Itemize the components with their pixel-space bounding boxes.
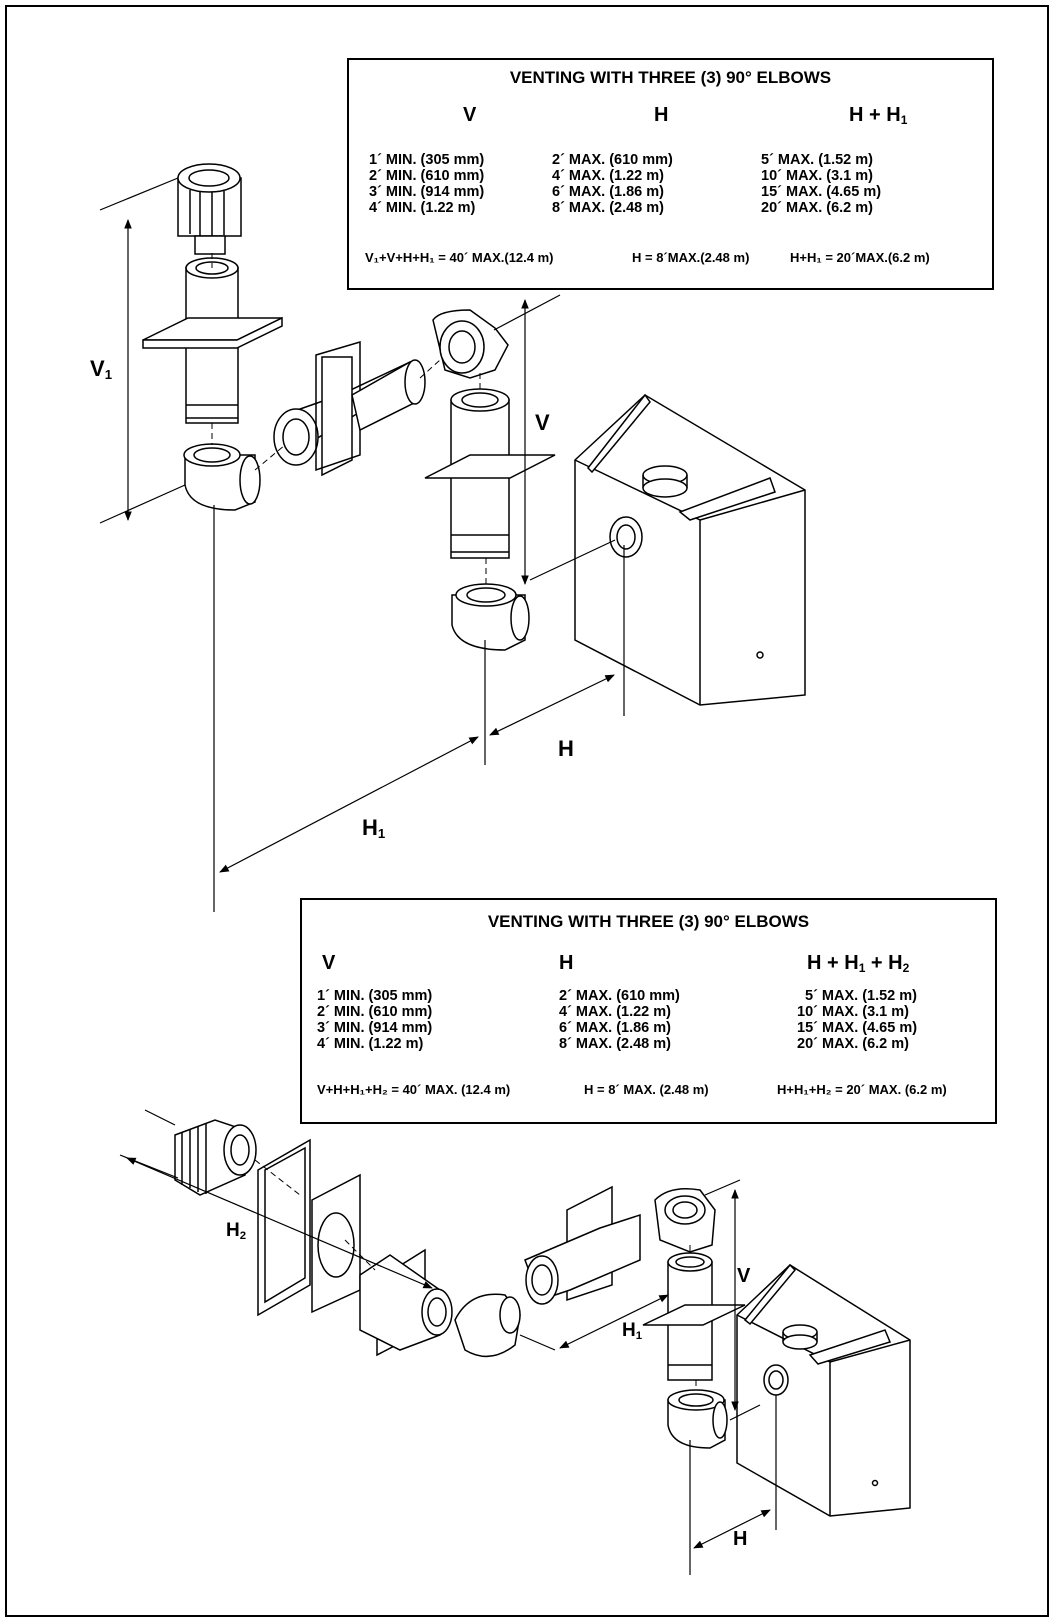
bottom-header-h: H — [559, 952, 574, 974]
bottom-h-value: 2´ MAX. (610 mm) — [559, 988, 680, 1004]
top-formula-h-h1: H+H₁ = 20´MAX.(6.2 m) — [790, 250, 930, 265]
top-v1-label: V1 — [90, 356, 113, 382]
top-header-h: H — [654, 104, 669, 126]
bottom-formula-total: V+H+H₁+H₂ = 40´ MAX. (12.4 m) — [317, 1082, 511, 1097]
top-v-value: 1´ MIN. (305 mm) — [369, 152, 485, 168]
top-v-value: 3´ MIN. (914 mm) — [369, 184, 485, 200]
top-hh1-value: 5´ MAX. (1.52 m) — [761, 152, 873, 168]
top-v-value: 2´ MIN. (610 mm) — [369, 168, 485, 184]
top-h-label: H — [558, 736, 574, 761]
top-stove-unit — [574, 393, 806, 706]
bottom-header-v: V — [322, 952, 336, 974]
bottom-formula-h: H = 8´ MAX. (2.48 m) — [584, 1082, 709, 1097]
bottom-hh1h2-value: 5´ MAX. (1.52 m) — [805, 988, 917, 1004]
bottom-v-value: 3´ MIN. (914 mm) — [317, 1020, 433, 1036]
bottom-venting-table: VENTING WITH THREE (3) 90° ELBOWS V H H … — [300, 898, 997, 1124]
bottom-h1-label: H1 — [622, 1320, 643, 1342]
top-v-label: V — [535, 410, 550, 435]
bottom-elbow-1 — [454, 1293, 521, 1358]
bottom-h-value: 4´ MAX. (1.22 m) — [559, 1004, 671, 1020]
top-horizontal-pipe — [273, 340, 426, 477]
top-h1-label: H1 — [362, 815, 386, 841]
top-venting-table: VENTING WITH THREE (3) 90° ELBOWS V H H … — [347, 58, 994, 290]
top-header-h-h1: H + H1 — [849, 104, 908, 127]
bottom-v-value: 2´ MIN. (610 mm) — [317, 1004, 433, 1020]
bottom-h-value: 8´ MAX. (2.48 m) — [559, 1036, 671, 1052]
bottom-h-value: 6´ MAX. (1.86 m) — [559, 1020, 671, 1036]
bottom-v-value: 4´ MIN. (1.22 m) — [317, 1036, 424, 1052]
bottom-table-title: VENTING WITH THREE (3) 90° ELBOWS — [487, 912, 810, 931]
page-frame — [5, 5, 1049, 1617]
top-formula-h: H = 8´MAX.(2.48 m) — [632, 250, 750, 265]
top-h-value: 2´ MAX. (610 mm) — [552, 152, 673, 168]
top-elbow-2 — [432, 309, 509, 379]
bottom-v-label: V — [737, 1265, 751, 1287]
top-h-value: 4´ MAX. (1.22 m) — [552, 168, 664, 184]
bottom-formula-h-h1-h2: H+H₁+H₂ = 20´ MAX. (6.2 m) — [777, 1082, 947, 1097]
top-h-value: 6´ MAX. (1.86 m) — [552, 184, 664, 200]
top-v-value: 4´ MIN. (1.22 m) — [369, 200, 476, 216]
top-header-v: V — [463, 104, 477, 126]
bottom-vertical-pipe — [642, 1252, 746, 1381]
bottom-hh1h2-value: 15´ MAX. (4.65 m) — [797, 1020, 918, 1036]
top-vertical-termination-cap — [177, 163, 242, 255]
top-hh1-value: 15´ MAX. (4.65 m) — [761, 184, 882, 200]
bottom-elbow-2 — [654, 1188, 716, 1253]
top-table-title: VENTING WITH THREE (3) 90° ELBOWS — [509, 68, 832, 87]
bottom-v-value: 1´ MIN. (305 mm) — [317, 988, 433, 1004]
bottom-hh1h2-value: 20´ MAX. (6.2 m) — [797, 1036, 909, 1052]
top-h-value: 8´ MAX. (2.48 m) — [552, 200, 664, 216]
top-hh1-value: 10´ MAX. (3.1 m) — [761, 168, 873, 184]
bottom-h2-label: H2 — [226, 1220, 247, 1242]
top-elbow-3 — [451, 583, 530, 651]
top-hh1-value: 20´ MAX. (6.2 m) — [761, 200, 873, 216]
top-elbow-1 — [183, 443, 261, 511]
bottom-dimension-lines — [119, 1109, 777, 1575]
top-dimension-lines — [99, 177, 625, 912]
bottom-stove-unit — [736, 1263, 911, 1517]
bottom-elbow-3 — [667, 1389, 728, 1449]
top-formula-total: V₁+V+H+H₁ = 40´ MAX.(12.4 m) — [365, 250, 554, 265]
bottom-hh1h2-value: 10´ MAX. (3.1 m) — [797, 1004, 909, 1020]
bottom-header-h-h1-h2: H + H1 + H2 — [807, 952, 910, 975]
bottom-h-label: H — [733, 1528, 748, 1550]
top-centerlines — [211, 253, 487, 584]
top-vertical-pipe-v1 — [142, 257, 283, 424]
